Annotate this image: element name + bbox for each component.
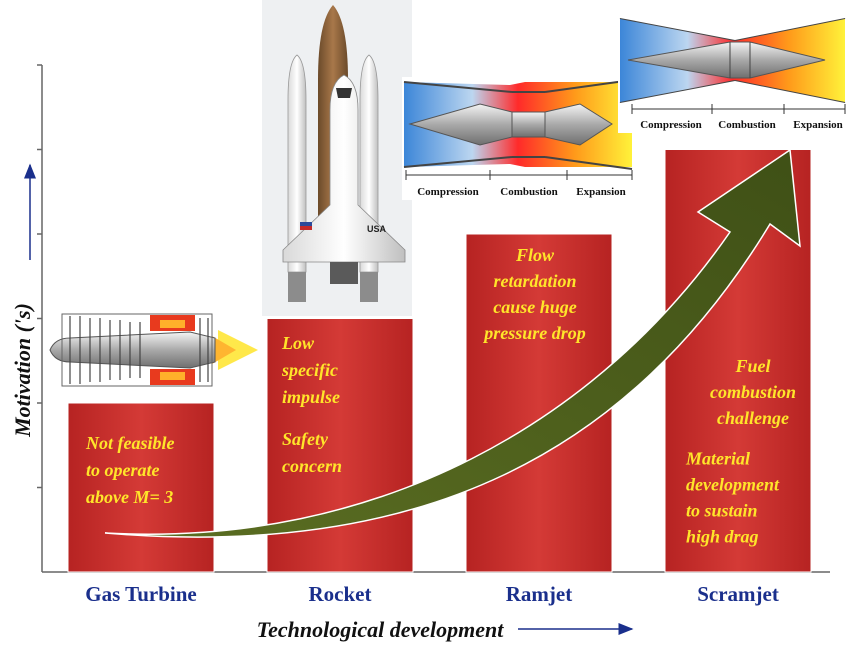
bar-annotation-line: Material <box>685 448 750 468</box>
bar-annotation-line: to sustain <box>686 500 758 520</box>
bar-annotation-line: combustion <box>710 382 796 402</box>
scramjet-label-expansion: Expansion <box>793 119 843 131</box>
x-axis-title-group: Technological development <box>257 617 634 642</box>
bar-annotation-line: concern <box>282 456 342 476</box>
scramjet-label-compression: Compression <box>640 119 702 131</box>
bar-annotation-line: Low <box>281 333 315 353</box>
bar-annotation-line: above M= 3 <box>86 487 173 507</box>
scramjet-label-combustion: Combustion <box>718 119 775 131</box>
ramjet-label-expansion: Expansion <box>576 186 626 198</box>
bar-annotation-line: impulse <box>282 387 340 407</box>
x-axis-title: Technological development <box>257 617 505 642</box>
category-label: Gas Turbine <box>85 582 196 606</box>
y-axis-title: Motivation ('s) <box>10 303 35 438</box>
y-ticks <box>37 64 42 489</box>
bar-annotation-line: challenge <box>717 408 789 428</box>
bar-annotation-line: to operate <box>86 460 160 480</box>
ramjet-diagram: Compression Combustion Expansion <box>402 77 634 200</box>
y-axis-title-group: Motivation ('s) <box>10 163 36 438</box>
bar-annotation-line: Flow <box>515 245 555 265</box>
scramjet-diagram: Compression Combustion Expansion <box>618 15 848 133</box>
bar-gas-turbine <box>67 402 215 573</box>
bar-annotations: Not feasible to operate above M= 3 Low speci… <box>85 245 796 546</box>
ramjet-label-compression: Compression <box>417 186 479 198</box>
bar-annotation-line: Fuel <box>734 356 770 376</box>
bar-annotation-line: Not feasible <box>85 433 174 453</box>
jet-engine-icon <box>49 308 258 393</box>
shuttle-text: USA <box>367 224 387 234</box>
category-label: Rocket <box>309 582 372 606</box>
bar-annotation-line: specific <box>281 360 338 380</box>
bar-annotation-line: pressure drop <box>482 323 586 343</box>
category-label: Scramjet <box>697 582 779 606</box>
bar-annotation-line: cause huge <box>493 297 577 317</box>
trend-arrow <box>104 148 801 538</box>
bar-annotation-line: high drag <box>686 526 759 546</box>
bar-annotation-line: Safety <box>282 429 329 449</box>
category-labels: Gas Turbine Rocket Ramjet Scramjet <box>85 582 779 606</box>
bar-annotation-line: development <box>686 474 780 494</box>
category-label: Ramjet <box>506 582 572 606</box>
ramjet-label-combustion: Combustion <box>500 186 557 198</box>
space-shuttle-icon: USA <box>262 0 412 316</box>
bar-annotation-line: retardation <box>493 271 576 291</box>
